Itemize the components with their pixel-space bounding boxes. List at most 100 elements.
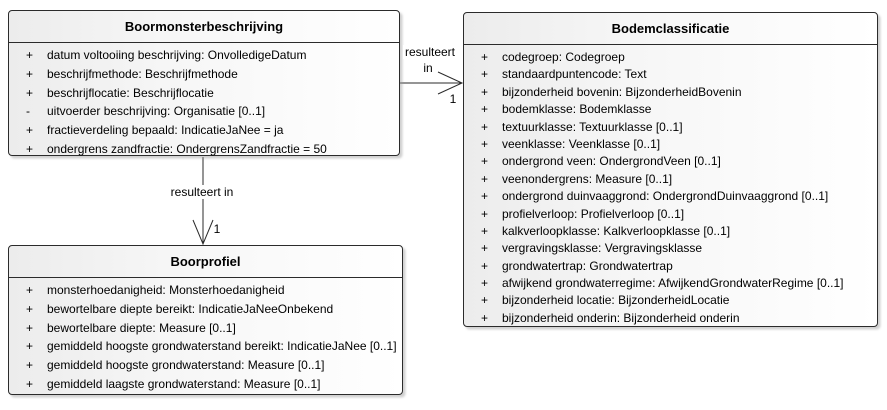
attribute-text: bijzonderheid onderin: Bijzonderheid ond… [502,310,740,325]
attribute-text: bodemklasse: Bodemklasse [502,102,652,117]
attribute-text: gemiddeld hoogste grondwaterstand bereik… [47,339,397,354]
class-boormonsterbeschrijving[interactable]: Boormonsterbeschrijving + datum voltooiin… [8,10,400,156]
attribute-text: ondergrens zandfractie: OndergrensZandfr… [47,141,327,156]
attribute-text: afwijkend grondwaterregime: AfwijkendGro… [502,276,844,291]
visibility-symbol: + [481,276,489,291]
visibility-symbol: + [481,84,489,99]
visibility-symbol: + [481,293,489,308]
attribute-row[interactable]: + gemiddeld hoogste grondwaterstand: Meas… [19,358,398,377]
attribute-row[interactable]: + vergravingsklasse: Vergravingsklasse [474,241,873,258]
attribute-row[interactable]: + bijzonderheid bovenin: BijzonderheidBov… [474,85,873,102]
multiplicity-label: 1 [449,92,457,106]
attributes-compartment: + monsterhoedanigheid: Monsterhoedanighei… [9,278,402,396]
class-bodemclassificatie[interactable]: Bodemclassificatie + codegroep: Codegroep… [463,12,878,327]
attribute-row[interactable]: + beschrijflocatie: Beschrijflocatie [19,86,395,105]
attribute-row[interactable]: + codegroep: Codegroep [474,50,873,67]
attribute-row[interactable]: + bijzonderheid onderin: Bijzonderheid on… [474,311,873,328]
attribute-text: datum voltooiing beschrijving: Onvolledi… [47,48,307,62]
visibility-symbol: + [481,154,489,169]
class-name: Boormonsterbeschrijving [9,11,399,43]
attribute-row[interactable]: + veenklasse: Veenklasse [0..1] [474,137,873,154]
attribute-text: bijzonderheid bovenin: BijzonderheidBove… [502,84,742,99]
attribute-text: kalkverloopklasse: Kalkverloopklasse [0.… [502,223,731,238]
attribute-row[interactable]: + afwijkend grondwaterregime: AfwijkendGr… [474,276,873,293]
attribute-row[interactable]: + veenondergrens: Measure [0..1] [474,172,873,189]
attribute-text: bewortelbare diepte: Measure [0..1] [47,320,236,335]
attribute-text: textuurklasse: Textuurklasse [0..1] [502,119,683,134]
attribute-text: grondwatertrap: Grondwatertrap [502,258,673,273]
attribute-text: bijzonderheid locatie: BijzonderheidLoca… [502,293,730,308]
visibility-symbol: + [26,339,34,354]
attribute-row[interactable]: + gemiddeld laagste grondwaterstand: Meas… [19,377,398,396]
visibility-symbol: + [481,223,489,238]
attribute-text: beschrijflocatie: Beschrijflocatie [47,85,214,100]
visibility-symbol: - [26,104,30,119]
attribute-text: gemiddeld laagste grondwaterstand: Measu… [47,376,321,391]
attribute-text: bewortelbare diepte bereikt: IndicatieJa… [47,301,334,316]
attribute-row[interactable]: + bewortelbare diepte bereikt: IndicatieJ… [19,302,398,321]
visibility-symbol: + [481,171,489,186]
class-name: Boorprofiel [9,246,402,278]
attribute-row[interactable]: + beschrijfmethode: Beschrijfmethode [19,67,395,86]
attribute-row[interactable]: + datum voltooiing beschrijving: Onvolled… [19,48,395,67]
attribute-text: fractieverdeling bepaald: IndicatieJaNee… [47,123,284,138]
attribute-row[interactable]: + profielverloop: Profielverloop [0..1] [474,207,873,224]
visibility-symbol: + [481,50,489,64]
open-arrowhead-icon [437,71,464,95]
attribute-row[interactable]: + bijzonderheid locatie: BijzonderheidLoc… [474,293,873,310]
attributes-compartment: + codegroep: Codegroep +standaardpuntencod… [464,45,877,328]
attribute-text: beschrijfmethode: Beschrijfmethode [47,66,238,81]
attribute-row[interactable]: + gemiddeld hoogste grondwaterstand berei… [19,339,398,358]
visibility-symbol: + [26,123,34,138]
visibility-symbol: + [481,102,489,117]
visibility-symbol: + [26,283,34,297]
visibility-symbol: + [26,376,34,391]
association-label-resulteert-in: resulteert in [168,185,236,199]
attribute-row[interactable]: + fractieverdeling bepaald: IndicatieJaNe… [19,123,395,142]
visibility-symbol: + [481,258,489,273]
attribute-text: uitvoerder beschrijving: Organisatie [0.… [47,104,266,119]
attribute-text: vergravingsklasse: Vergravingsklasse [502,241,703,256]
attribute-text: veenklasse: Veenklasse [0..1] [502,136,661,151]
multiplicity-label: 1 [213,222,221,236]
attribute-row[interactable]: - uitvoerder beschrijving: Organisatie [0… [19,104,395,123]
association-label-resulteert: resulteert [402,45,458,59]
visibility-symbol: + [481,136,489,151]
attribute-row[interactable]: + ondergrond duinvaaggrond: OndergrondDui… [474,189,873,206]
attribute-row[interactable]: + bewortelbare diepte: Measure [0..1] [19,321,398,340]
open-arrowhead-icon [192,219,214,246]
class-name: Bodemclassificatie [464,13,877,45]
attribute-text: ondergrond duinvaaggrond: OndergrondDuin… [502,189,829,204]
visibility-symbol: + [26,66,34,81]
attribute-row[interactable]: +textuurklasse: Textuurklasse [0..1] [474,120,873,137]
attributes-compartment: + datum voltooiing beschrijving: Onvolled… [9,43,399,161]
visibility-symbol: + [26,301,34,316]
attribute-row[interactable]: +standaardpuntencode: Text [474,67,873,84]
attribute-row[interactable]: +ondergrens zandfractie: OndergrensZandf… [19,142,395,161]
visibility-symbol: + [481,310,489,325]
attribute-text: veenondergrens: Measure [0..1] [502,171,673,186]
class-boorprofiel[interactable]: Boorprofiel + monsterhoedanigheid: Monste… [8,245,403,395]
attribute-text: profielverloop: Profielverloop [0..1] [502,206,685,221]
attribute-row[interactable]: + monsterhoedanigheid: Monsterhoedanighei… [19,283,398,302]
visibility-symbol: + [26,85,34,100]
attribute-row[interactable]: + bodemklasse: Bodemklasse [474,102,873,119]
association-boormonsterbeschrijving-boorprofiel[interactable] [192,157,214,246]
association-label-in: in [421,61,435,75]
visibility-symbol: + [26,320,34,335]
attribute-row[interactable]: +ondergrond veen: OndergrondVeen [0..1] [474,154,873,171]
attribute-row[interactable]: + grondwatertrap: Grondwatertrap [474,259,873,276]
visibility-symbol: + [481,241,489,256]
visibility-symbol: + [26,358,34,373]
attribute-text: gemiddeld hoogste grondwaterstand: Measu… [47,358,325,373]
visibility-symbol: + [481,206,489,221]
attribute-row[interactable]: + kalkverloopklasse: Kalkverloopklasse [0… [474,224,873,241]
association-boormonsterbeschrijving-bodemclassificatie[interactable] [400,71,464,95]
attribute-text: monsterhoedanigheid: Monsterhoedanigheid [47,283,285,297]
visibility-symbol: + [26,48,34,62]
attribute-text: codegroep: Codegroep [502,50,625,64]
visibility-symbol: + [481,189,489,204]
visibility-symbol: + [481,67,489,82]
